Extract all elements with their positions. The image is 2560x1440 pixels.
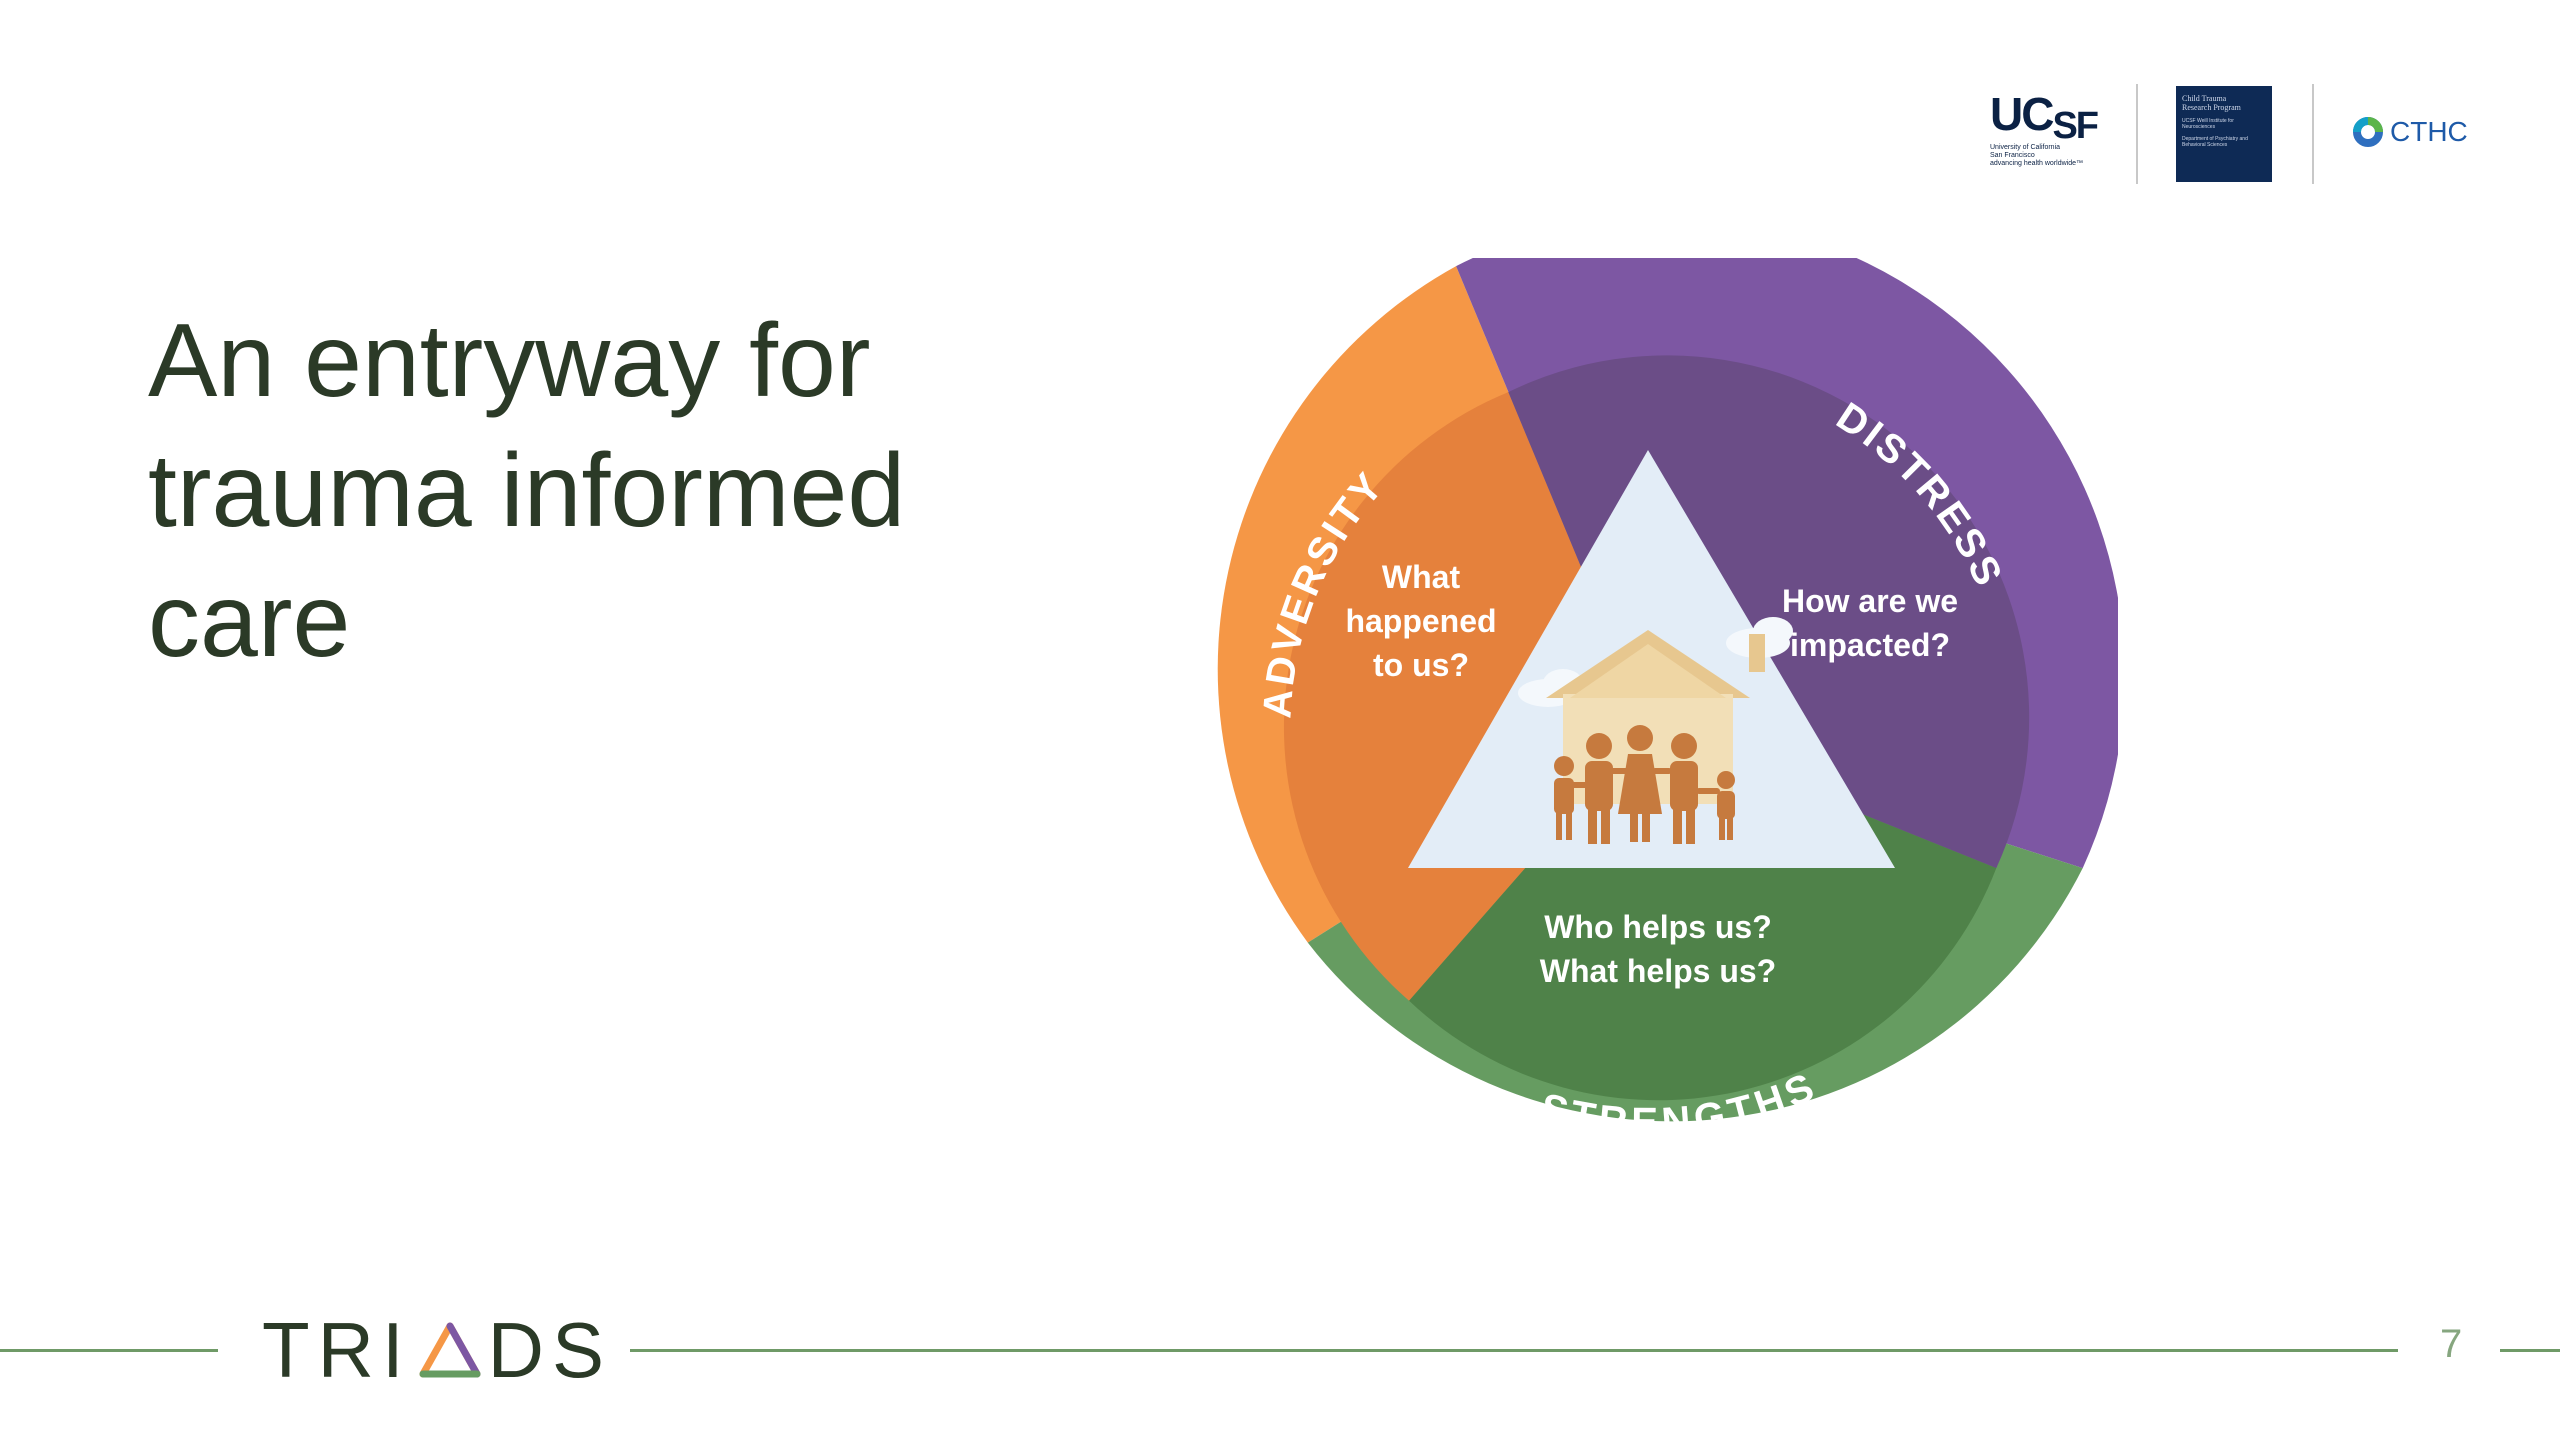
footer-rule-left (0, 1349, 218, 1352)
cthc-logo: CTHC (2352, 116, 2468, 148)
title-line: care (148, 563, 351, 679)
diagram-svg: ADVERSITY DISTRESS STRENGTHS What happen… (1217, 258, 2118, 1144)
triads-logo: TRI DS (262, 1310, 612, 1390)
ucsf-sub-line: San Francisco (1990, 152, 2035, 159)
cthc-text: CTHC (2390, 116, 2468, 147)
brand-text-start: TRI (262, 1306, 412, 1394)
title-line: An entryway for (148, 303, 871, 419)
distress-question-line: impacted? (1790, 627, 1950, 663)
strengths-question: Who helps us? What helps us? (1540, 909, 1776, 989)
ctrp-line: Research Program (2182, 103, 2241, 112)
brand-text-end: DS (487, 1306, 613, 1394)
strengths-question-line: What helps us? (1540, 953, 1776, 989)
distress-question-line: How are we (1782, 583, 1958, 619)
ctrp-logo: Child Trauma Research Program UCSF Weill… (2176, 86, 2272, 182)
title-line: trauma informed (148, 433, 906, 549)
triangle-a-icon (419, 1322, 481, 1378)
cthc-ring-icon (2353, 117, 2383, 147)
page-number: 7 (2440, 1322, 2463, 1366)
ucsf-logo: UCSF University of California San Franci… (1990, 91, 2100, 168)
adversity-question-line: happened (1345, 603, 1496, 639)
partner-logos: UCSF University of California San Franci… (1980, 80, 2480, 190)
adversity-question: What happened to us? (1345, 559, 1496, 683)
logo-divider (2312, 84, 2314, 184)
house-family-icon (1546, 630, 1765, 844)
ucsf-sub-line: University of California (1990, 144, 2061, 151)
strengths-question-line: Who helps us? (1544, 909, 1772, 945)
distress-question: How are we impacted? (1782, 583, 1958, 663)
trauma-diagram: ADVERSITY DISTRESS STRENGTHS What happen… (1178, 258, 2118, 1198)
footer-rule-right (2500, 1349, 2560, 1352)
ucsf-mark-sf: SF (2052, 105, 2099, 147)
ctrp-small-line: Department of Psychiatry and Behavioral … (2182, 136, 2248, 148)
ucsf-mark-uc: UC (1990, 88, 2054, 140)
adversity-inner-segment (1283, 392, 1648, 1001)
footer-rule-middle (630, 1349, 2398, 1352)
adversity-question-line: What (1382, 559, 1461, 595)
slide-title: An entryway for trauma informed care (148, 296, 1048, 686)
ctrp-line: Child Trauma (2182, 94, 2227, 103)
adversity-question-line: to us? (1373, 647, 1469, 683)
ctrp-small-line: UCSF Weill Institute for Neurosciences (2182, 118, 2234, 130)
ucsf-sub-line: advancing health worldwide™ (1990, 160, 2083, 167)
logo-divider (2136, 84, 2138, 184)
